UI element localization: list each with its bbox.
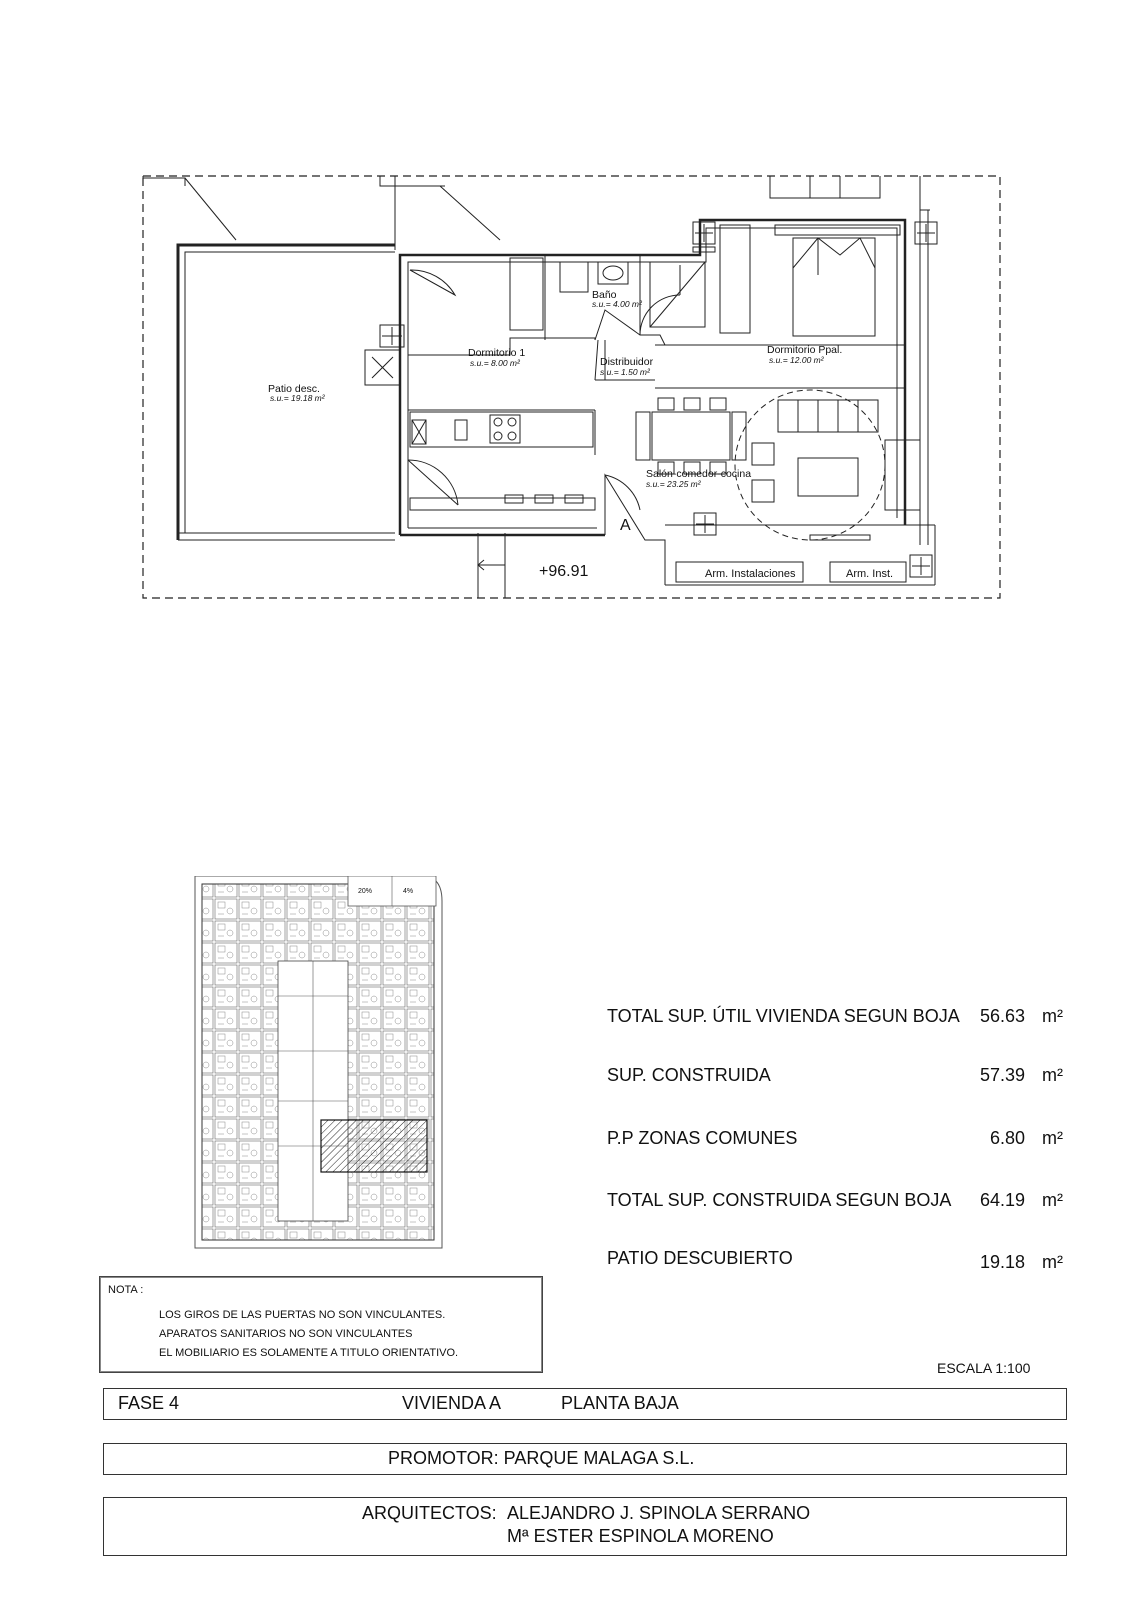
summary-unit: m² <box>1042 1190 1063 1210</box>
nota-line: LOS GIROS DE LAS PUERTAS NO SON VINCULAN… <box>159 1309 446 1321</box>
room-name: Dormitorio Ppal. <box>767 344 842 356</box>
summary-row: TOTAL SUP. CONSTRUIDA SEGUN BOJA 64.19 m… <box>607 1190 1063 1220</box>
patio-wall <box>176 243 395 540</box>
summary-value: 57.39 <box>979 1065 1025 1085</box>
summary-unit: m² <box>1042 1252 1063 1272</box>
title-row-arquitectos: ARQUITECTOS: ALEJANDRO J. SPINOLA SERRAN… <box>103 1497 1067 1556</box>
scale-label: ESCALA 1:100 <box>937 1360 1031 1376</box>
room-area: s.u.= 4.00 m² <box>592 299 643 309</box>
summary-value: 6.80 <box>989 1128 1025 1148</box>
room-area: s.u.= 12.00 m² <box>769 355 825 365</box>
storage-box-1 <box>675 561 804 583</box>
summary-row: TOTAL SUP. ÚTIL VIVIENDA SEGUN BOJA 56.6… <box>607 1006 1063 1036</box>
highlighted-unit <box>320 1119 428 1173</box>
title-row-fase: FASE 4 VIVIENDA A PLANTA BAJA <box>103 1388 1067 1420</box>
summary-value: 56.63 <box>979 1006 1025 1026</box>
summary-row: PATIO DESCUBIERTO 19.18 m² <box>607 1248 1063 1278</box>
arquitecto-name: Mª ESTER ESPINOLA MORENO <box>507 1526 774 1546</box>
summary-label: PATIO DESCUBIERTO <box>607 1248 793 1268</box>
title-row-promotor: PROMOTOR: PARQUE MALAGA S.L. <box>103 1443 1067 1475</box>
vivienda-label: VIVIENDA A <box>402 1393 502 1413</box>
summary-unit: m² <box>1042 1006 1063 1026</box>
nota-title: NOTA : <box>108 1284 144 1296</box>
room-name: Salón-comedor-cocina <box>646 468 751 480</box>
storage-box-2 <box>829 561 907 583</box>
summary-unit: m² <box>1042 1065 1063 1085</box>
ramp-label: 4% <box>403 888 413 895</box>
site-key-plan: 20% 4% <box>194 876 443 1249</box>
summary-label: TOTAL SUP. CONSTRUIDA SEGUN BOJA <box>607 1190 952 1210</box>
ramp-label: 20% <box>358 888 372 895</box>
summary-unit: m² <box>1042 1128 1063 1148</box>
room-area: s.u.= 8.00 m² <box>470 358 521 368</box>
site-boundary <box>142 175 1001 599</box>
storage-label: Arm. Inst. <box>846 568 893 580</box>
nota-line: EL MOBILIARIO ES SOLAMENTE A TITULO ORIE… <box>159 1347 459 1359</box>
nota-line: APARATOS SANITARIOS NO SON VINCULANTES <box>159 1328 413 1340</box>
entrance-label: A <box>620 517 631 534</box>
room-name: Dormitorio 1 <box>468 347 525 359</box>
nota-box: NOTA : LOS GIROS DE LAS PUERTAS NO SON V… <box>99 1276 543 1373</box>
room-area: s.u.= 19.18 m² <box>270 393 326 403</box>
level-label: +96.91 <box>539 563 588 580</box>
storage-label: Arm. Instalaciones <box>705 568 796 580</box>
summary-label: TOTAL SUP. ÚTIL VIVIENDA SEGUN BOJA <box>607 1006 960 1026</box>
arquitecto-name: ALEJANDRO J. SPINOLA SERRANO <box>507 1503 811 1523</box>
promotor-label: PROMOTOR: PARQUE MALAGA S.L. <box>388 1448 695 1468</box>
room-area: s.u.= 1.50 m² <box>600 367 651 377</box>
summary-row: P.P ZONAS COMUNES 6.80 m² <box>607 1128 1063 1158</box>
room-area: s.u.= 23.25 m² <box>646 479 702 489</box>
summary-label: P.P ZONAS COMUNES <box>607 1128 798 1148</box>
room-name: Distribuidor <box>600 356 654 368</box>
planta-label: PLANTA BAJA <box>561 1393 679 1413</box>
summary-value: 64.19 <box>979 1190 1025 1210</box>
arquitectos-label: ARQUITECTOS: <box>362 1503 497 1523</box>
summary-label: SUP. CONSTRUIDA <box>607 1065 771 1085</box>
room-name: Baño <box>592 289 617 301</box>
fase-label: FASE 4 <box>118 1393 180 1413</box>
summary-value: 19.18 <box>979 1252 1025 1272</box>
room-name: Patio desc. <box>268 383 320 395</box>
summary-row: SUP. CONSTRUIDA 57.39 m² <box>607 1065 1063 1095</box>
floor-plan: Patio desc. s.u.= 19.18 m² Dormitorio 1 … <box>142 175 1001 599</box>
